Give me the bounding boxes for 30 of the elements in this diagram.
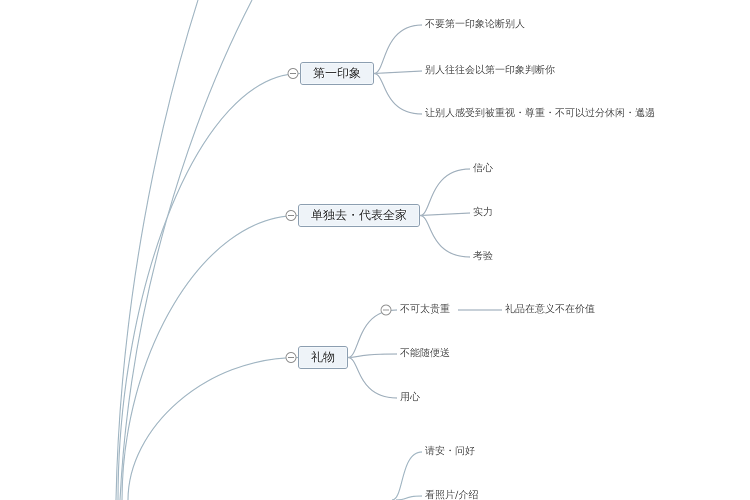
topic-text: 别人往往会以第一印象判断你 (425, 64, 555, 78)
topic-text: 看照片/介绍 (425, 489, 478, 500)
topic-text: 礼品在意义不在价值 (505, 303, 595, 317)
topic-text: 让别人感受到被重视・尊重・不可以过分休闲・邋遢 (425, 107, 655, 121)
connector-line (348, 309, 398, 358)
topic-box: 礼物 (298, 346, 348, 369)
connector-line (396, 495, 422, 500)
topic-text: 不能随便送 (400, 347, 450, 361)
topic-text: 不要第一印象论断别人 (425, 18, 525, 32)
connector-line (121, 214, 298, 500)
connector-line (348, 353, 397, 358)
topic-text: 不可太贵重 (400, 303, 450, 317)
connector-line (374, 72, 422, 115)
topic-box: 第一印象 (300, 62, 374, 85)
connector-line (374, 24, 422, 74)
topic-text: 实力 (473, 206, 493, 220)
connector-line (392, 451, 422, 500)
topic-text: 信心 (473, 162, 493, 176)
topic-text: 考验 (473, 250, 493, 264)
connector-line (348, 356, 398, 399)
topic-text: 用心 (400, 391, 420, 405)
connector-line (374, 70, 422, 74)
connector-line (420, 212, 470, 216)
connector-line (458, 309, 502, 311)
connector-line (127, 356, 298, 500)
connector-line (420, 168, 470, 216)
topic-box: 单独去・代表全家 (298, 204, 420, 227)
connector-line (420, 214, 470, 258)
topic-text: 请安・问好 (425, 445, 475, 459)
connector-line (117, 72, 300, 500)
